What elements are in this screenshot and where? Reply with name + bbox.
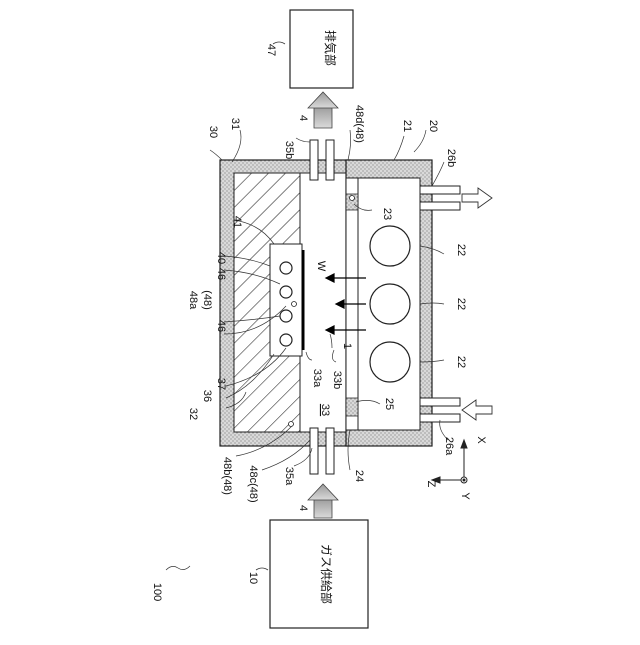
axis-z-label: Z	[425, 481, 437, 488]
gas-supply-unit: ガス供給部 10	[247, 520, 368, 628]
exhaust-unit-label: 排気部	[323, 30, 338, 66]
label-24: 24	[353, 470, 365, 482]
label-40: 40	[215, 252, 227, 264]
holder-hole	[280, 334, 292, 346]
label-41: 41	[231, 216, 243, 228]
holder-hole	[280, 262, 292, 274]
label-22-bottom: 22	[455, 356, 467, 368]
label-23: 23	[381, 208, 393, 220]
label-31: 31	[229, 118, 241, 130]
label-32: 32	[187, 408, 199, 420]
label-48d: 48d(48)	[353, 105, 365, 143]
sensor-48d	[350, 196, 355, 201]
coolant-in-arrow	[462, 400, 492, 420]
label-20: 20	[427, 120, 439, 132]
label-33: 33	[319, 404, 331, 416]
label-26b: 26b	[445, 149, 457, 167]
label-33b: 33b	[331, 371, 343, 389]
lamp-unit-20	[346, 160, 460, 446]
axis-y-label: Y	[459, 492, 471, 500]
label-W: W	[315, 261, 327, 272]
sensor-48b	[289, 422, 294, 427]
label-1: 1	[341, 343, 353, 349]
label-36: 36	[201, 390, 213, 402]
label-21: 21	[401, 120, 413, 132]
sensor-48a	[292, 302, 297, 307]
gas-supply-unit-label: ガス供給部	[319, 544, 334, 604]
label-48a: 48a	[187, 291, 199, 310]
label-48a-paren: (48)	[201, 290, 213, 310]
label-30: 30	[207, 126, 219, 138]
holder-hole	[280, 286, 292, 298]
label-22-mid: 22	[455, 298, 467, 310]
lamp	[370, 284, 410, 324]
label-48c: 48c(48)	[247, 465, 259, 502]
gas-inlet-arrow: 4	[297, 484, 338, 518]
inlet-flow-ref: 4	[297, 505, 309, 511]
label-22-top: 22	[455, 244, 467, 256]
label-33a: 33a	[311, 369, 323, 388]
exhaust-flow-arrow: 4	[297, 92, 338, 128]
lamp	[370, 226, 410, 266]
label-46-bottom: 46	[215, 320, 227, 332]
label-100: 100	[151, 583, 163, 601]
exhaust-unit: 排気部 47	[265, 10, 353, 88]
label-46-top: 46	[215, 268, 227, 280]
label-25: 25	[383, 398, 395, 410]
label-35a: 35a	[283, 467, 295, 486]
exhaust-unit-ref: 47	[265, 44, 277, 56]
label-37: 37	[215, 378, 227, 390]
outlet-flow-ref: 4	[297, 115, 309, 121]
gas-supply-unit-ref: 10	[247, 572, 259, 584]
axis-x-label: X	[475, 436, 487, 444]
label-48b: 48b(48)	[221, 457, 233, 495]
lamp	[370, 342, 410, 382]
holder-hole	[280, 310, 292, 322]
coolant-out-arrow	[462, 188, 492, 208]
label-35b: 35b	[283, 141, 295, 159]
label-26a: 26a	[443, 437, 455, 456]
